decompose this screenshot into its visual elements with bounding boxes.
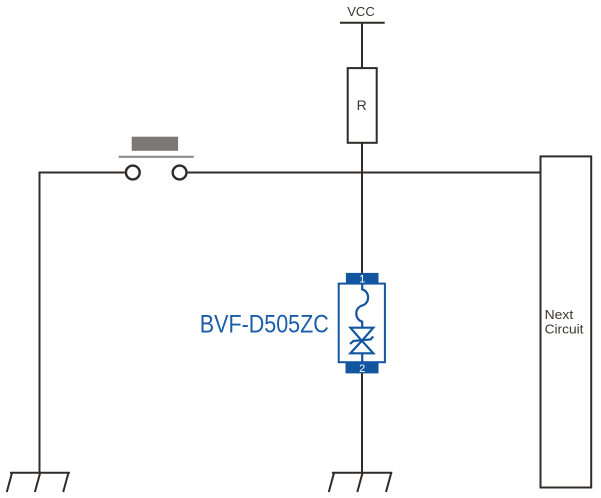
svg-text:Circuit: Circuit [545, 323, 584, 337]
svg-text:1: 1 [359, 273, 365, 285]
svg-text:2: 2 [359, 363, 365, 375]
svg-text:Next: Next [545, 308, 574, 322]
svg-text:BVF-D505ZC: BVF-D505ZC [200, 312, 329, 339]
svg-text:R: R [357, 97, 367, 113]
svg-text:VCC: VCC [347, 4, 374, 19]
